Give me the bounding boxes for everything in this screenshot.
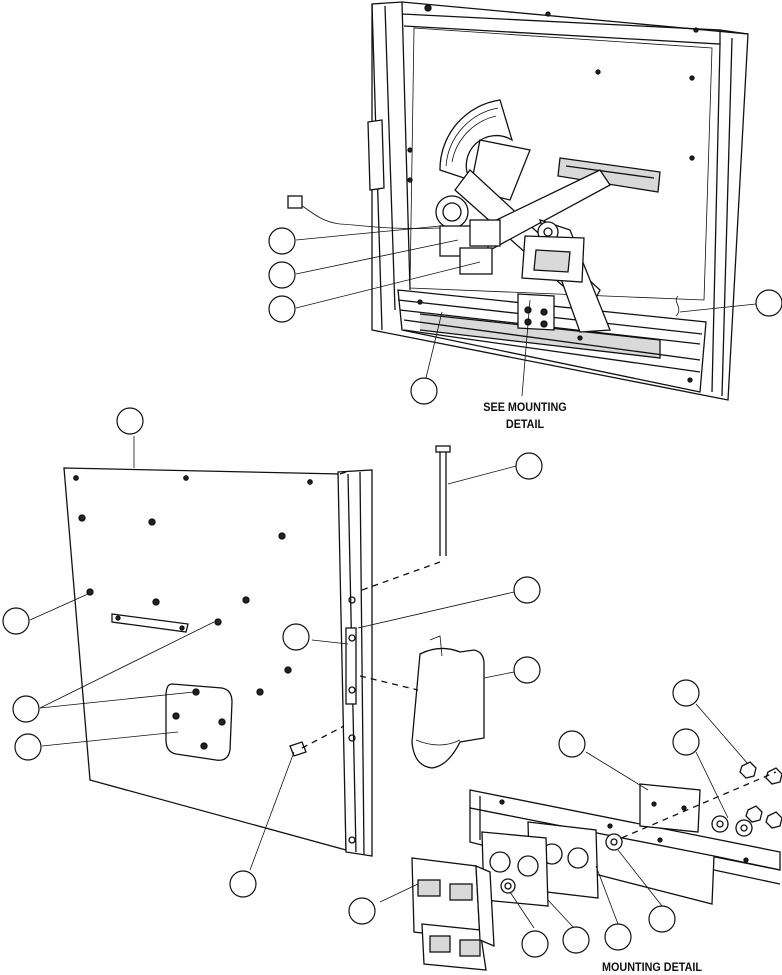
- mounting-detail-label: MOUNTING DETAIL: [601, 960, 702, 974]
- callout-balloon: [558, 730, 586, 758]
- callout-balloon: [282, 623, 310, 651]
- top-leader-lines: [295, 225, 757, 397]
- callout-balloon: [562, 926, 590, 954]
- callout-balloon: [521, 930, 549, 958]
- callout-balloon: [268, 227, 296, 255]
- callout-balloon: [348, 897, 376, 925]
- callout-balloon: [268, 295, 296, 323]
- middle-leader-lines: [29, 436, 517, 871]
- callout-balloon: [14, 733, 42, 761]
- callout-balloons: [2, 227, 782, 958]
- callout-balloon: [410, 377, 438, 405]
- callout-balloon: [672, 728, 700, 756]
- callout-balloon: [116, 407, 144, 435]
- callout-balloon: [648, 905, 676, 933]
- rod-and-sleeve: [289, 445, 485, 769]
- callout-balloon: [229, 870, 257, 898]
- top-cabinet-assembly: [287, 1, 749, 401]
- callout-balloon: [604, 923, 632, 951]
- callout-balloon: [515, 452, 543, 480]
- callout-balloon: [755, 289, 782, 317]
- see-mounting-label: SEE MOUNTING: [483, 400, 567, 414]
- callout-balloon: [2, 607, 30, 635]
- callout-balloon: [268, 261, 296, 289]
- callout-balloon: [513, 656, 541, 684]
- front-panel: [63, 467, 373, 857]
- callout-balloon: [513, 576, 541, 604]
- detail-label: DETAIL: [505, 417, 545, 431]
- mounting-detail: [411, 761, 782, 971]
- bottom-leader-lines: [379, 703, 749, 929]
- callout-balloon: [672, 679, 700, 707]
- callout-balloon: [12, 695, 40, 723]
